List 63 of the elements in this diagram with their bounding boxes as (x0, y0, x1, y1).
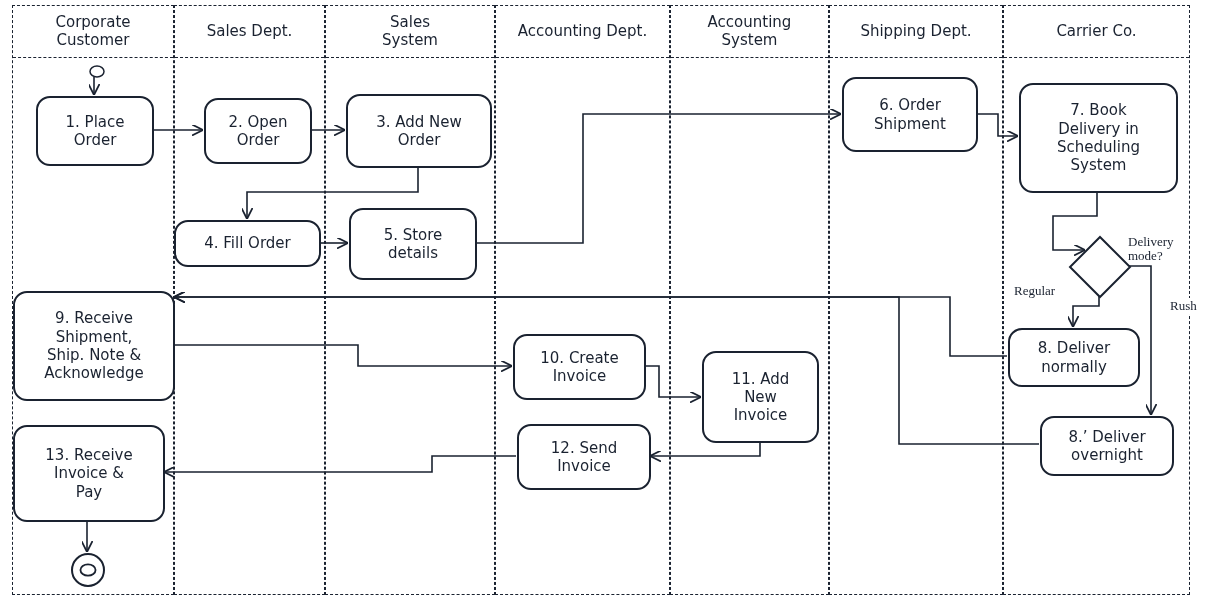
activity-label: 13. Receive Invoice & Pay (44, 446, 134, 501)
activity-label: 2. Open Order (227, 112, 289, 150)
activity-label: 5. Store details (382, 225, 444, 263)
lane-header: Corporate Customer (13, 6, 173, 58)
activity-label: 10. Create Invoice (539, 348, 620, 386)
activity-box (842, 77, 978, 152)
swimlane (829, 5, 1003, 595)
lane-header: Shipping Dept. (830, 6, 1002, 58)
swimlane (495, 5, 670, 595)
swimlane (12, 5, 174, 595)
activity-label: 11. Add New Invoice (730, 369, 791, 425)
edge-label: Regular (1014, 283, 1056, 299)
activity-box (517, 424, 651, 490)
end-node (71, 553, 105, 587)
activity-box (349, 208, 477, 280)
activity-label: 3. Add New Order (375, 112, 463, 150)
activity-label: 1. Place Order (64, 112, 126, 150)
activity-label: 12. Send Invoice (549, 438, 619, 476)
arrow (1052, 191, 1098, 257)
activity-box (13, 291, 175, 401)
lane-header: Accounting Dept. (496, 6, 669, 58)
lane-header: Sales Dept. (175, 6, 324, 58)
activity-box (204, 98, 312, 164)
activity-label: 4. Fill Order (204, 234, 291, 253)
activity-label: 6. Order Shipment (873, 96, 947, 133)
activity-box (346, 94, 492, 168)
swimlane (174, 5, 325, 595)
decision-diamond (1070, 237, 1130, 297)
arrow (87, 76, 101, 96)
swimlane (670, 5, 829, 595)
arrow (976, 113, 1019, 143)
arrow (1128, 265, 1158, 416)
arrow (173, 344, 513, 373)
start-node (89, 65, 105, 78)
arrow (319, 236, 349, 250)
activity-box (702, 351, 819, 443)
lane-header: Sales System (326, 6, 494, 58)
arrow (310, 123, 346, 137)
activity-label: 8. Deliver normally (1036, 339, 1112, 376)
lane-header: Carrier Co. (1004, 6, 1189, 58)
activity-box (13, 425, 165, 522)
decision-label: Delivery mode? (1128, 235, 1175, 264)
activity-box (1040, 416, 1174, 476)
arrow (152, 123, 204, 137)
arrow (649, 441, 761, 463)
edge-label: Rush (1170, 298, 1197, 314)
activity-label: 7. Book Delivery in Scheduling System (1056, 101, 1141, 175)
swimlane (325, 5, 495, 595)
activity-label: 8.’ Deliver overnight (1067, 427, 1147, 465)
activity-box (513, 334, 646, 400)
arrow (173, 290, 1040, 445)
activity-label: 9. Receive Shipment, Ship. Note & Acknowledge (43, 309, 145, 383)
arrow (80, 520, 94, 553)
activity-box (1008, 328, 1140, 387)
arrow (1066, 295, 1100, 328)
activity-box (1019, 83, 1178, 193)
arrow (644, 365, 702, 404)
arrow (163, 455, 517, 479)
lane-header: Accounting System (671, 6, 828, 58)
arrow (240, 166, 419, 220)
activity-box (36, 96, 154, 166)
activity-box (174, 220, 321, 267)
arrow (475, 107, 842, 244)
